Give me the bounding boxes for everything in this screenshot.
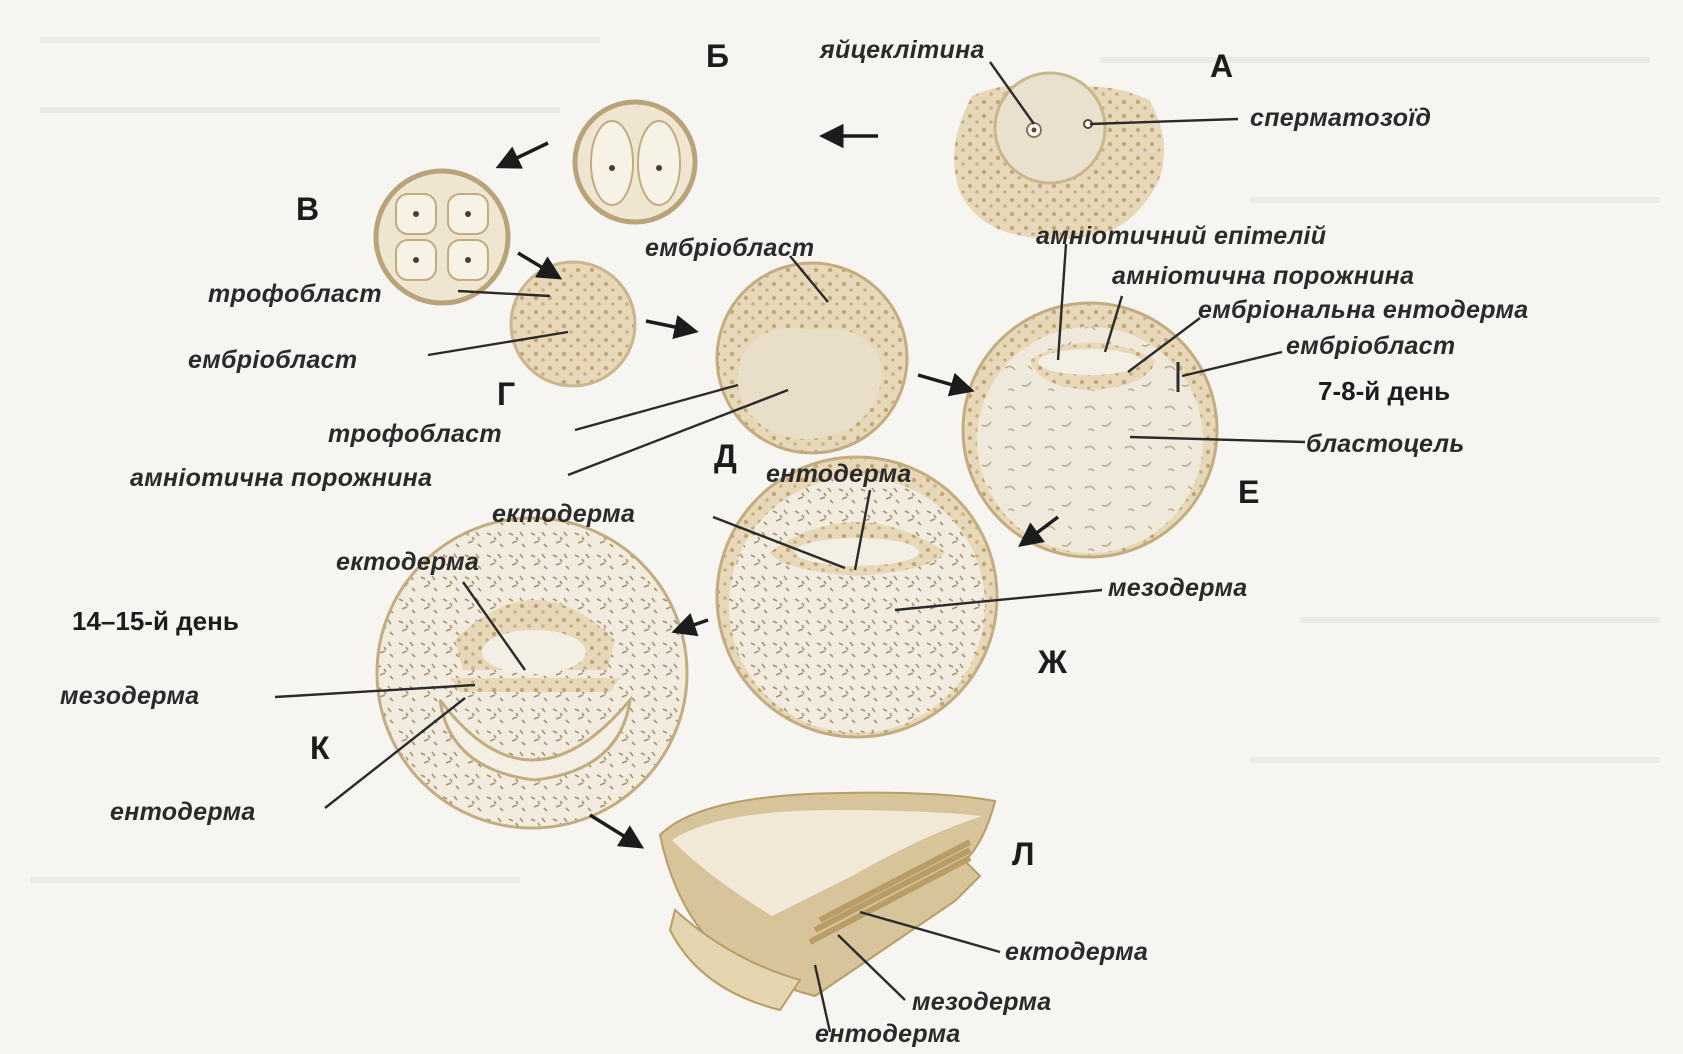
- label-endoderm-l: ентодерма: [815, 1022, 961, 1047]
- label-endoderm-k: ентодерма: [110, 800, 256, 825]
- stage-label-zh: Ж: [1038, 646, 1067, 678]
- label-amniotic-epithelium: амніотичний епітелій: [1036, 224, 1326, 249]
- label-trophoblast-d: трофобласт: [328, 422, 502, 447]
- stage-v-four-cell: [376, 171, 508, 303]
- stage-b-two-cell: [575, 102, 695, 222]
- label-ectoderm-zh: ектодерма: [492, 502, 635, 527]
- stage-label-a: А: [1210, 50, 1233, 82]
- stage-e-blastocyst: [963, 303, 1217, 557]
- label-trophoblast-g: трофобласт: [208, 282, 382, 307]
- stage-g-morula: [511, 262, 635, 386]
- label-endoderm-zh: ентодерма: [766, 462, 912, 487]
- stage-zh-embryo: [717, 457, 997, 737]
- stage-l-embryonic-disc: [660, 793, 995, 1010]
- label-ectoderm-k: ектодерма: [336, 550, 479, 575]
- label-embryoblast-e: ембріобласт: [1286, 334, 1455, 359]
- stage-label-v: В: [296, 193, 319, 225]
- stage-label-e: Е: [1238, 476, 1259, 508]
- day-label-k: 14–15-й день: [72, 608, 239, 634]
- stage-label-d: Д: [714, 440, 737, 472]
- day-label-e: 7-8-й день: [1318, 378, 1450, 404]
- label-egg-cell: яйцеклітина: [820, 38, 985, 63]
- stage-d-blastocyst: [717, 263, 907, 453]
- label-ectoderm-l: ектодерма: [1005, 940, 1148, 965]
- stage-a-zygote: [954, 73, 1164, 239]
- label-amniotic-cavity-d: амніотична порожнина: [130, 466, 432, 491]
- stage-label-g: Г: [497, 378, 515, 410]
- label-spermatozoon: сперматозоїд: [1250, 106, 1431, 131]
- stage-label-l: Л: [1012, 838, 1034, 870]
- label-amniotic-cavity-e: амніотична порожнина: [1112, 264, 1414, 289]
- label-mesoderm-l: мезодерма: [912, 990, 1052, 1015]
- label-blastocoel: бластоцель: [1306, 432, 1464, 457]
- label-mesoderm-k: мезодерма: [60, 684, 200, 709]
- stage-label-b: Б: [706, 40, 729, 72]
- label-embryoblast-d: ембріобласт: [645, 236, 814, 261]
- stage-label-k: К: [310, 732, 330, 764]
- label-embryoblast-g: ембріобласт: [188, 348, 357, 373]
- label-embryonic-endoderm: ембріональна ентодерма: [1198, 298, 1529, 323]
- label-mesoderm-zh: мезодерма: [1108, 576, 1248, 601]
